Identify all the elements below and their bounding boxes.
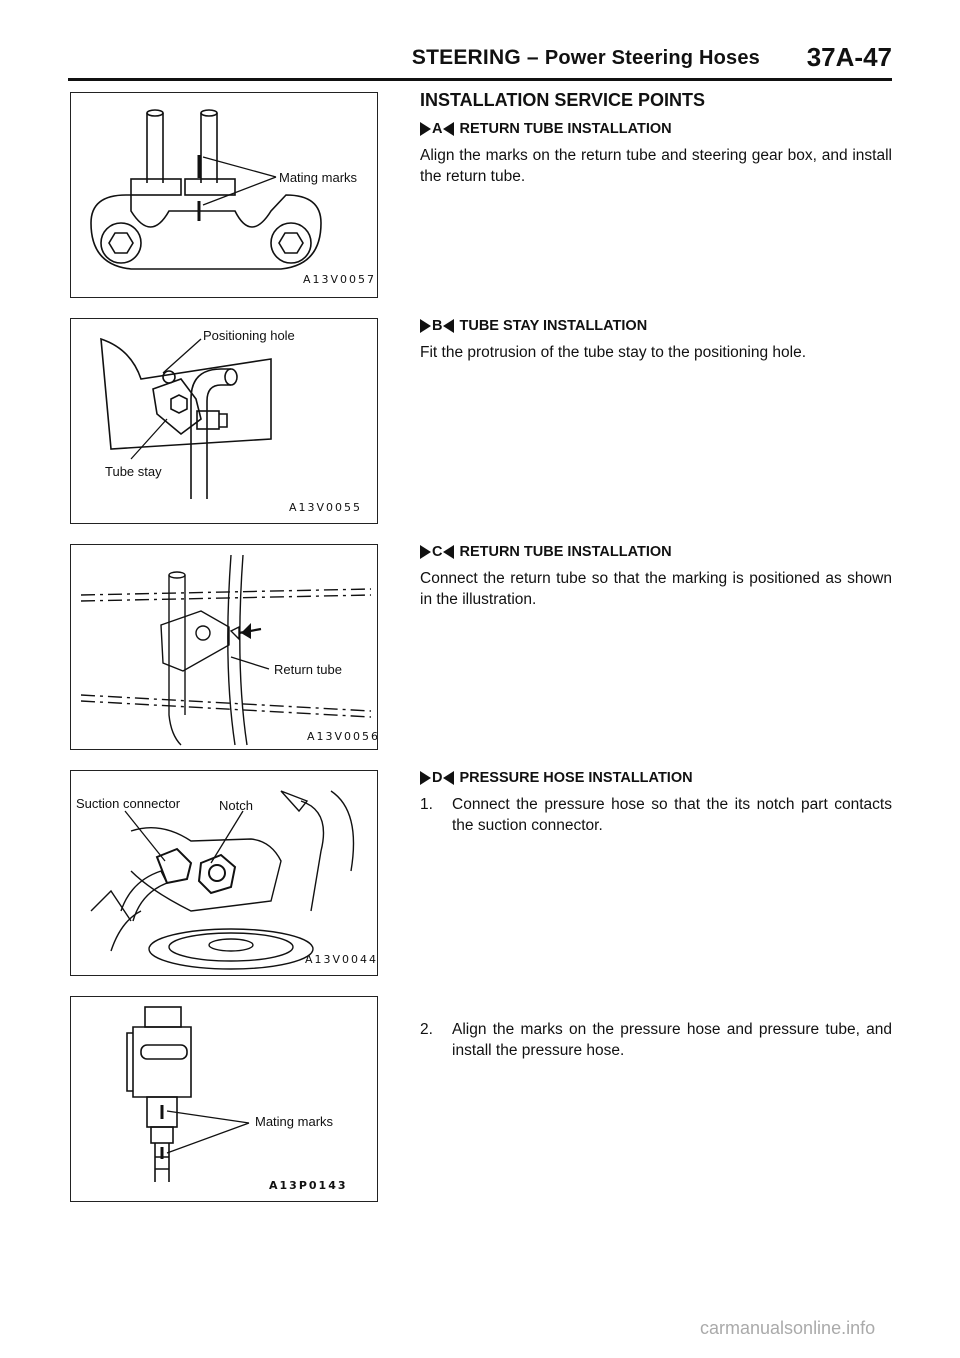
main-heading: INSTALLATION SERVICE POINTS xyxy=(420,90,706,110)
figure-illustration xyxy=(126,1006,250,1182)
step-text: Connect the pressure hose so that the it… xyxy=(452,796,892,834)
header-title-sub: Power Steering Hoses xyxy=(544,47,760,69)
section-title: TUBE STAY INSTALLATION xyxy=(459,318,648,334)
figure-code: A13P0143 xyxy=(269,1179,348,1192)
triangle-right-icon xyxy=(420,545,431,559)
section-letter: C xyxy=(432,544,443,560)
section-letter: D xyxy=(432,770,443,786)
step-number: 2. xyxy=(420,1021,433,1038)
section-title: RETURN TUBE INSTALLATION xyxy=(459,121,672,137)
figure-label: Mating marks xyxy=(279,170,358,185)
section-title: PRESSURE HOSE INSTALLATION xyxy=(459,770,693,786)
figure-code: A13V0057 xyxy=(303,273,377,286)
triangle-left-icon xyxy=(443,771,455,785)
header-title-main: STEERING xyxy=(411,46,521,69)
step-2: 2. Align the marks on the pressure hose … xyxy=(420,1019,892,1061)
figure-code: A13V0044 xyxy=(305,953,378,966)
figure-label: Return tube xyxy=(274,662,342,677)
step-1: 1. Connect the pressure hose so that the… xyxy=(420,794,892,836)
figure-code: A13V0055 xyxy=(289,501,363,514)
triangle-right-icon xyxy=(420,122,431,136)
section-heading-c: C RETURN TUBE INSTALLATION xyxy=(420,544,672,560)
figure-tube-stay: Positioning hole Tube stay A13V0055 xyxy=(70,318,378,524)
figure-illustration xyxy=(90,790,355,970)
figure-illustration xyxy=(100,337,272,499)
figure-illustration xyxy=(80,554,372,746)
step-number: 1. xyxy=(420,796,433,813)
figure-label: Suction connector xyxy=(76,796,181,811)
section-text: Align the marks on the return tube and s… xyxy=(420,147,892,185)
section-title: RETURN TUBE INSTALLATION xyxy=(459,544,672,560)
triangle-left-icon xyxy=(443,319,455,333)
section-text: Fit the protrusion of the tube stay to t… xyxy=(420,344,807,361)
figure-pressure-hose-marks: Mating marks A13P0143 xyxy=(70,996,378,1202)
watermark: carmanualsonline.info xyxy=(700,1318,876,1338)
section-text: Connect the return tube so that the mark… xyxy=(420,570,892,608)
page-header-title: STEERING – Power Steering Hoses xyxy=(310,46,760,70)
figure-return-tube-position: Return tube A13V0056 xyxy=(70,544,378,750)
figure-label: Notch xyxy=(219,798,253,813)
section-heading-b: B TUBE STAY INSTALLATION xyxy=(420,318,647,334)
triangle-right-icon xyxy=(420,771,431,785)
section-heading-d: D PRESSURE HOSE INSTALLATION xyxy=(420,770,693,786)
header-divider xyxy=(68,78,892,81)
figure-label: Tube stay xyxy=(105,464,162,479)
figure-return-tube-marks: Mating marks A13V0057 xyxy=(70,92,378,298)
figure-label: Positioning hole xyxy=(203,328,295,343)
figure-code: A13V0056 xyxy=(307,730,378,743)
section-heading-a: A RETURN TUBE INSTALLATION xyxy=(420,121,672,137)
header-title-dash: – xyxy=(520,46,545,69)
page-number: 37A-47 xyxy=(806,42,892,72)
figure-illustration xyxy=(90,109,322,270)
triangle-right-icon xyxy=(420,319,431,333)
section-letter: A xyxy=(432,121,443,137)
figure-label: Mating marks xyxy=(255,1114,334,1129)
step-text: Align the marks on the pressure hose and… xyxy=(452,1021,892,1059)
section-letter: B xyxy=(432,318,443,334)
figure-pressure-hose-notch: Suction connector Notch A13V0044 xyxy=(70,770,378,976)
triangle-left-icon xyxy=(443,122,455,136)
triangle-left-icon xyxy=(443,545,455,559)
